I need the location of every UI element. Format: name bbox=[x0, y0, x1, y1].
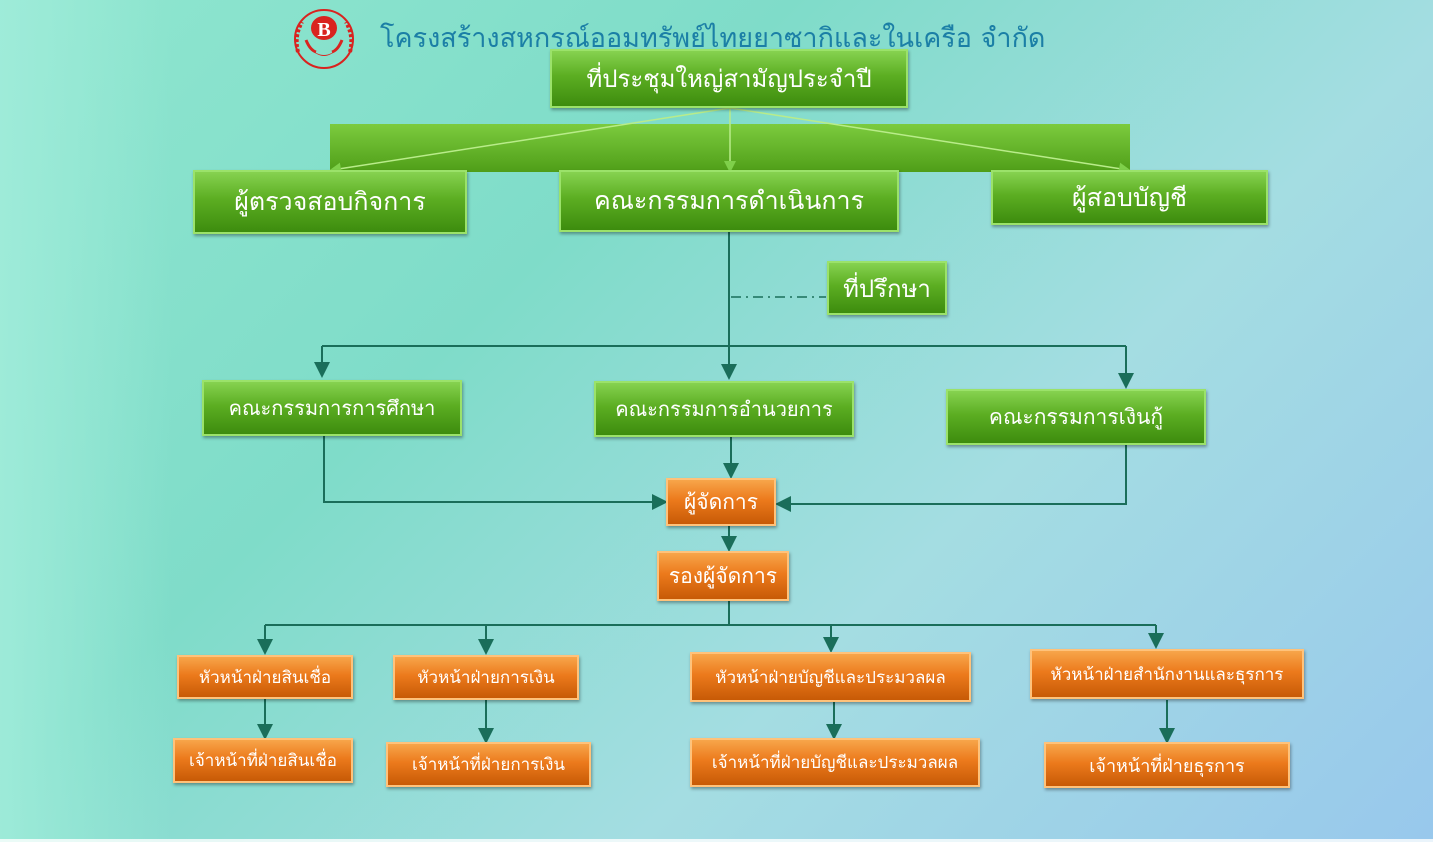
head-accounting-box: หัวหน้าฝ่ายบัญชีและประมวลผล bbox=[690, 652, 971, 702]
head-finance-box: หัวหน้าฝ่ายการเงิน bbox=[393, 655, 579, 700]
advisor-box: ที่ปรึกษา bbox=[827, 261, 947, 315]
manager-box: ผู้จัดการ bbox=[666, 478, 776, 526]
staff-credit-box: เจ้าหน้าที่ฝ่ายสินเชื่อ bbox=[173, 738, 353, 783]
deputy-manager-box: รองผู้จัดการ bbox=[657, 551, 789, 601]
staff-finance-box: เจ้าหน้าที่ฝ่ายการเงิน bbox=[386, 742, 591, 787]
board-box: คณะกรรมการดำเนินการ bbox=[559, 170, 899, 232]
staff-accounting-box: เจ้าหน้าที่ฝ่ายบัญชีและประมวลผล bbox=[690, 738, 980, 787]
staff-office-box: เจ้าหน้าที่ฝ่ายธุรการ bbox=[1044, 742, 1290, 788]
education-committee-box: คณะกรรมการการศึกษา bbox=[202, 380, 462, 436]
head-credit-box: หัวหน้าฝ่ายสินเชื่อ bbox=[177, 655, 353, 699]
logo-letter: B bbox=[317, 19, 330, 41]
head-office-box: หัวหน้าฝ่ายสำนักงานและธุรการ bbox=[1030, 649, 1304, 699]
auditor-box: ผู้สอบบัญชี bbox=[991, 170, 1268, 225]
cooperative-logo: B bbox=[294, 9, 354, 69]
page-title: โครงสร้างสหกรณ์ออมทรัพย์ไทยยาซากิและในเค… bbox=[380, 23, 1046, 54]
loan-committee-box: คณะกรรมการเงินกู้ bbox=[946, 389, 1206, 445]
general-meeting-box: ที่ประชุมใหญ่สามัญประจำปี bbox=[550, 49, 908, 108]
bottom-border bbox=[0, 839, 1433, 842]
inspector-box: ผู้ตรวจสอบกิจการ bbox=[193, 170, 467, 234]
admin-committee-box: คณะกรรมการอำนวยการ bbox=[594, 381, 854, 437]
